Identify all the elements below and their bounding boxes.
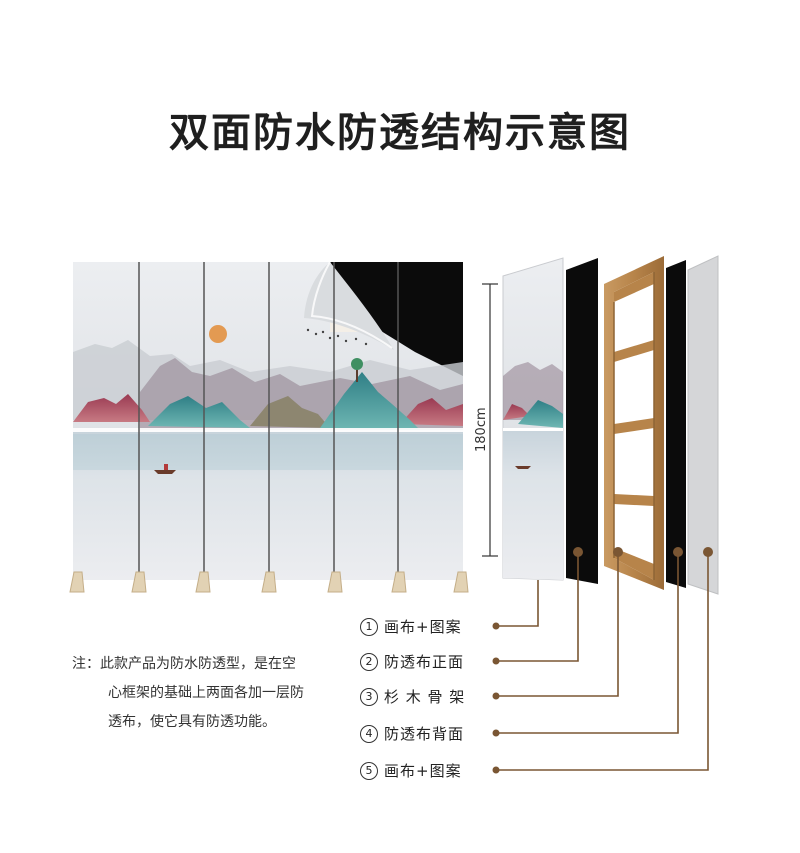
layer-text-4: 防透布背面 (384, 725, 465, 743)
layer-label-3: 3 杉 木 骨 架 (360, 686, 465, 707)
layer-label-2: 2 防透布正面 (360, 651, 464, 672)
exploded-layers (502, 255, 719, 595)
layer-number-3: 3 (360, 687, 378, 706)
layer-label-4: 4 防透布背面 (360, 723, 464, 744)
note-line-1-text: 此款产品为防水防透型，是在空 (100, 656, 296, 672)
layer-text-3: 杉 木 骨 架 (384, 688, 466, 706)
layer-number-2: 2 (360, 652, 378, 671)
note-text: 注：此款产品为防水防透型，是在空 心框架的基础上两面各加一层防 透布，使它具有防… (72, 650, 372, 737)
layer-label-5: 5 画布+图案 (360, 760, 462, 781)
layer-text-1: 画布+图案 (384, 618, 462, 636)
folding-screen (69, 262, 469, 593)
layer-text-5: 画布+图案 (384, 762, 462, 780)
layer-number-5: 5 (360, 761, 378, 780)
layer-label-1: 1 画布+图案 (360, 616, 462, 637)
note-prefix: 注： (72, 656, 100, 672)
front-canvas-layer (502, 257, 564, 581)
note-line-3: 透布，使它具有防透功能。 (108, 714, 276, 730)
layer-text-2: 防透布正面 (384, 653, 465, 671)
dimension-label: 180cm (474, 407, 489, 452)
leader-dots (492, 547, 713, 774)
leader-lines (496, 552, 709, 771)
layer-number-1: 1 (360, 617, 378, 636)
note-line-2: 心框架的基础上两面各加一层防 (108, 685, 304, 701)
layer-number-4: 4 (360, 724, 378, 743)
height-dimension (482, 283, 498, 557)
page-title: 双面防水防透结构示意图 (169, 110, 631, 156)
wooden-frame-layer (604, 256, 664, 590)
note-line-1: 注：此款产品为防水防透型，是在空 (72, 650, 372, 679)
